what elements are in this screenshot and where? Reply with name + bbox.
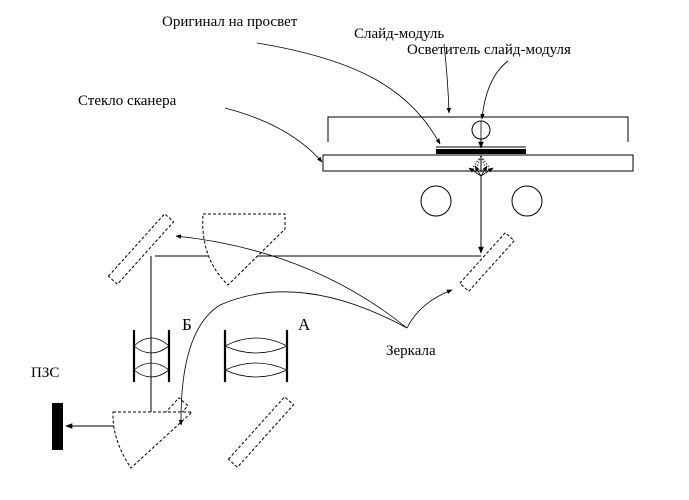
leader-illuminator bbox=[480, 60, 509, 120]
label-lens-a: А bbox=[298, 315, 311, 334]
mirror-upper-left bbox=[107, 213, 175, 285]
mirror-upper-alt bbox=[202, 213, 286, 286]
leader-mirrors-upper bbox=[175, 234, 408, 329]
label-mirrors: Зеркала bbox=[386, 343, 436, 359]
scanner-lamp-right bbox=[511, 185, 543, 217]
leader-slide-module bbox=[443, 43, 452, 114]
leader-mirrors-bottom bbox=[178, 291, 408, 426]
mirror-right bbox=[459, 232, 515, 292]
light-cone bbox=[470, 155, 492, 172]
slide-module-housing bbox=[327, 116, 629, 142]
leader-scanner-glass bbox=[224, 107, 323, 163]
label-scanner-glass: Стекло сканера bbox=[78, 93, 177, 109]
leader-mirrors-right bbox=[406, 289, 453, 329]
light-arrows bbox=[468, 165, 494, 177]
mirror-bottom-right bbox=[227, 396, 295, 468]
label-slide-module: Слайд-модуль bbox=[354, 26, 444, 42]
label-ccd: ПЗС bbox=[31, 365, 59, 381]
mirror-bottom-alt bbox=[112, 411, 194, 469]
lens-b bbox=[132, 330, 171, 382]
transparent-original bbox=[436, 149, 526, 154]
scanner-lamp-left bbox=[420, 185, 452, 217]
label-slide-illuminator: Осветитель слайд-модуля bbox=[407, 42, 571, 58]
scanner-glass bbox=[322, 154, 634, 172]
label-original: Оригинал на просвет bbox=[162, 14, 298, 30]
leader-original bbox=[256, 42, 441, 145]
lens-a bbox=[223, 330, 289, 382]
ccd-sensor bbox=[52, 403, 63, 450]
label-lens-b: Б bbox=[182, 315, 192, 334]
